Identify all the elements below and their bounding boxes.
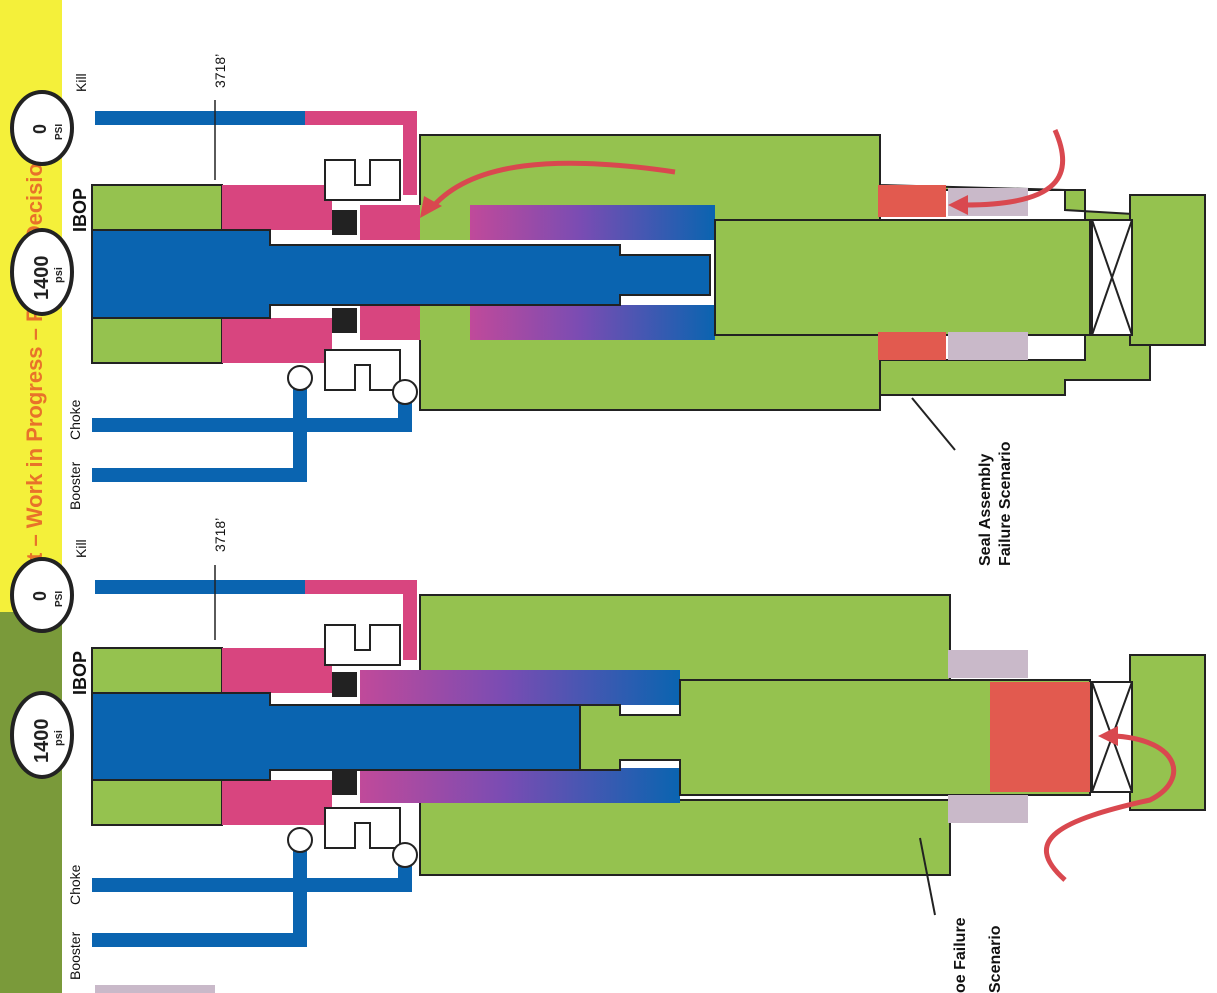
kill-label-2: Kill [73, 539, 89, 558]
drill-pipe-2 [91, 692, 581, 781]
booster-label-2: Booster [67, 931, 83, 980]
ram-upper [332, 210, 357, 235]
gauge-large-2-value: 1400 [31, 719, 53, 764]
flow-arrow-gas-head [948, 195, 968, 215]
booster-valve-2-icon [287, 827, 313, 853]
bop-flange-upper-2 [324, 624, 401, 666]
bop-flange-lower-2 [324, 807, 401, 849]
kill-label: Kill [73, 73, 89, 92]
choke-valve-2-icon [392, 842, 418, 868]
ibop-label-2: IBOP [70, 651, 90, 695]
shoe-failure-diagram: 1400 psi 0 PSI IBOP Kill Choke Booster 3… [10, 518, 1206, 993]
flow-arrow-upper-head [420, 196, 442, 218]
scenario-label-2-line2: Scenario [987, 925, 1004, 993]
seal-assembly-diagram: 1400 psi 0 PSI IBOP Kill Choke Booster 3… [10, 54, 1206, 566]
depth-label: 3718’ [212, 54, 228, 88]
bop-flange-lower [324, 349, 401, 391]
gauge-small-unit: PSI [54, 124, 65, 140]
booster-line [92, 378, 307, 482]
riser-green-top [91, 184, 223, 231]
riser-green-top-2 [91, 647, 223, 694]
choke-label: Choke [67, 399, 83, 440]
flow-arrow-shoe [1043, 733, 1177, 882]
formation-block-top-2 [419, 594, 951, 681]
riser-green-bottom-2 [91, 779, 223, 826]
legend-swatch [95, 985, 215, 993]
float-valve-x2 [1091, 219, 1133, 336]
formation-block-bottom [419, 334, 881, 411]
booster-label: Booster [67, 461, 83, 510]
gauge-large-2-icon [10, 691, 74, 779]
formation-block-bottom-2 [419, 799, 951, 876]
kill-line-pink [305, 111, 417, 195]
formation-block-right [1129, 194, 1206, 346]
gauge-small-icon [10, 90, 74, 166]
scenario-pointer [911, 397, 956, 451]
bop-flange-upper [324, 159, 401, 201]
depth-label-2: 3718’ [212, 518, 228, 552]
mixing-zone-lower [470, 305, 715, 340]
ibop-label: IBOP [70, 188, 90, 232]
kill-line-2-pink [305, 580, 417, 660]
cement-lower-2 [948, 795, 1028, 823]
ram-lower-2 [332, 770, 357, 795]
cement-lower [948, 332, 1028, 360]
gas-upper [878, 185, 946, 217]
gauge-small-2-icon [10, 557, 74, 633]
gas-plug-2 [990, 682, 1090, 792]
kill-line [95, 111, 417, 195]
booster-valve-icon [287, 365, 313, 391]
riser-green-bottom [91, 317, 223, 364]
choke-line [92, 390, 412, 432]
scenario-pointer-2 [919, 837, 936, 916]
flow-arrow-shoe-head [1098, 726, 1118, 746]
annulus-green-lower [420, 305, 470, 340]
seawater-upper-1 [222, 185, 332, 230]
seawater-upper-2 [360, 205, 420, 240]
flow-arrow-gas [964, 128, 1066, 208]
seawater-upper-2a [222, 648, 332, 693]
banner-text: t – Work in Progress – Project Decision [22, 150, 47, 560]
booster-line-2 [92, 838, 307, 947]
scenario-label-line2: Failure Scenario [997, 441, 1014, 566]
seawater-lower-2a [222, 780, 332, 825]
choke-line-2 [92, 850, 412, 892]
scenario-label-2-line1: oe Failure [952, 917, 969, 993]
gauge-large-2-unit: psi [53, 730, 65, 746]
ram-lower [332, 308, 357, 333]
gauge-large-unit: psi [53, 267, 65, 283]
choke-label-2: Choke [67, 864, 83, 905]
cement-upper-2 [948, 650, 1028, 678]
gauge-small-2-unit: PSI [54, 591, 65, 607]
mixing-zone-lower-2 [360, 768, 680, 803]
gauge-small-value: 0 [30, 124, 50, 134]
scenario-label-line1: Seal Assembly [977, 454, 994, 566]
gauge-large-icon [10, 228, 74, 316]
choke-valve-icon [392, 379, 418, 405]
seawater-lower-2 [360, 305, 420, 340]
green-plug-2 [579, 679, 1091, 796]
mixing-zone-upper [470, 205, 715, 240]
gauge-small-2-value: 0 [30, 591, 50, 601]
flow-arrow-upper [428, 160, 676, 212]
seawater-lower-1 [222, 318, 332, 363]
mixing-zone-upper-2 [360, 670, 680, 705]
ram-upper-2 [332, 672, 357, 697]
drill-pipe [91, 229, 711, 319]
gas-lower [878, 332, 946, 360]
gauge-large-value: 1400 [31, 256, 53, 301]
green-plug [714, 219, 1091, 336]
